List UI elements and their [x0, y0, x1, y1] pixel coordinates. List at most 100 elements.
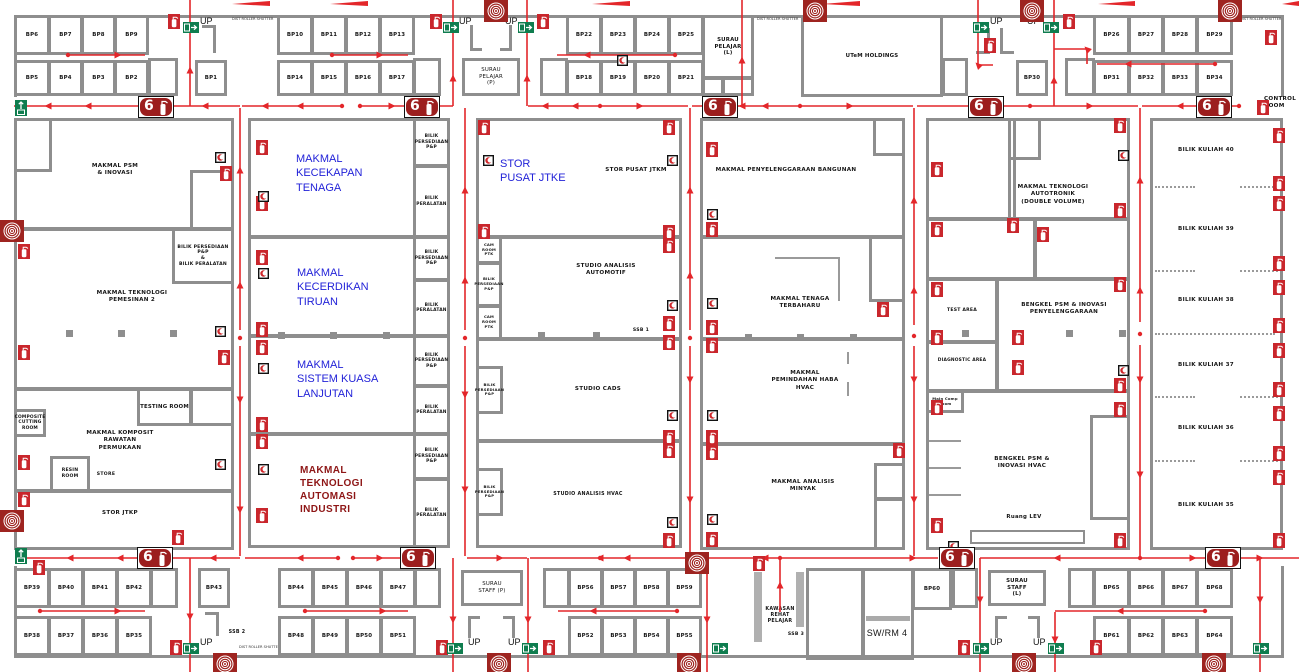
- fire-extinguisher-icon: [1257, 100, 1269, 119]
- room-bp63: BP63: [1162, 616, 1198, 656]
- folding-partition: [1155, 460, 1195, 462]
- fire-extinguisher-icon: [1114, 533, 1126, 552]
- bilik-kuliah-36-label: BILIK KULIAH 36: [1178, 425, 1234, 431]
- fire-point-icon: 6: [1205, 547, 1241, 569]
- folding-partition: [1240, 396, 1278, 398]
- bottom-wing-outline: [14, 566, 1284, 658]
- fire-extinguisher-icon: [663, 225, 675, 244]
- staircase: [470, 25, 482, 51]
- fire-extinguisher-icon: [753, 556, 765, 575]
- room-bp10: BP10: [277, 15, 313, 55]
- ssb2-label: SSB 2: [228, 630, 246, 635]
- sw-rm4-label: SW/RM 4: [866, 628, 908, 638]
- fire-extinguisher-icon: [706, 142, 718, 161]
- studio-automotif-label: STUDIO ANALISIS AUTOMOTIF: [576, 263, 636, 277]
- room-bp25: BP25: [668, 15, 704, 55]
- bilik-kuliah-38-label: BILIK KULIAH 38: [1178, 297, 1234, 303]
- fire-extinguisher-icon: [430, 14, 442, 33]
- folding-partition: [1240, 270, 1278, 272]
- break-glass-alarm-icon: [666, 151, 679, 170]
- column-pillar: [593, 332, 600, 339]
- room-bilik-peralatan: BILIK PERALATAN: [413, 165, 450, 238]
- room-surau-staff-l: SURAU STAFF (L): [988, 570, 1046, 606]
- room-bp49: BP49: [312, 616, 348, 656]
- fire-extinguisher-icon: [706, 445, 718, 464]
- room-bilik-peralatan: BILIK PERALATAN: [413, 279, 450, 337]
- room-bp41: BP41: [82, 568, 118, 608]
- folding-partition: [1240, 460, 1278, 462]
- break-glass-alarm-icon: [214, 322, 227, 341]
- fire-extinguisher-icon: [1273, 176, 1285, 195]
- bench: [929, 494, 961, 496]
- room-bp6: BP6: [14, 15, 50, 55]
- staircase: [205, 612, 219, 636]
- partition-wall: [838, 257, 840, 301]
- room-bp50: BP50: [346, 616, 382, 656]
- room-composite-cutting: COMPOSITE CUTTING ROOM: [14, 409, 46, 437]
- studio-automotif-outline: [476, 236, 682, 340]
- staircase: [503, 616, 515, 638]
- sub-room: [190, 388, 234, 426]
- fire-extinguisher-icon: [1273, 318, 1285, 337]
- column-pillar: [538, 332, 545, 339]
- fire-extinguisher-icon: [18, 345, 30, 364]
- sub-room: [874, 463, 905, 500]
- room-bp30: BP30: [1016, 60, 1048, 96]
- stair-up-label: UP: [990, 637, 1003, 647]
- fire-extinguisher-icon: [478, 120, 490, 139]
- room-bp56: BP56: [568, 568, 603, 608]
- break-glass-alarm-icon: [214, 455, 227, 474]
- partition-wall: [847, 382, 849, 396]
- toilet-block: [1065, 58, 1095, 96]
- fire-extinguisher-icon: [18, 455, 30, 474]
- kawasan-rehat-label: KAWASAN REHAT PELAJAR: [765, 607, 795, 625]
- ssb1-label: SSB 1: [632, 328, 650, 333]
- store-room: [702, 77, 724, 96]
- store-label: STORE: [96, 472, 116, 477]
- fire-extinguisher-icon: [1273, 406, 1285, 425]
- fire-extinguisher-icon: [256, 340, 268, 359]
- room-bp65: BP65: [1093, 568, 1130, 608]
- room-bp4: BP4: [48, 60, 83, 96]
- stair-up-label: UP: [468, 637, 481, 647]
- stair-up-label: UP: [508, 637, 521, 647]
- fire-extinguisher-icon: [436, 640, 448, 659]
- break-glass-alarm-icon: [1117, 361, 1130, 380]
- room-bp43: BP43: [198, 568, 230, 608]
- makmal-haba-label: MAKMAL PEMINDAHAN HABA HVAC: [771, 370, 839, 391]
- fire-extinguisher-icon: [537, 14, 549, 33]
- fire-extinguisher-icon: [663, 316, 675, 335]
- sub-room: [869, 236, 905, 302]
- makmal-komposit-label: MAKMAL KOMPOSIT RAWATAN PERMUKAAN: [86, 430, 154, 451]
- bengkel-penyelenggaraan-label: BENGKEL PSM & INOVASI PENYELENGGARAAN: [1021, 302, 1107, 316]
- toilet-block: [413, 58, 441, 96]
- hose-reel-icon: [677, 653, 701, 672]
- hose-reel-icon: [484, 0, 508, 26]
- break-glass-alarm-icon: [706, 205, 719, 224]
- room-bp34: BP34: [1196, 60, 1233, 96]
- room-bp46: BP46: [346, 568, 382, 608]
- fire-extinguisher-icon: [1273, 196, 1285, 215]
- room-bilik-persediaan: BILIK PERSEDIAAN P&P: [413, 335, 450, 387]
- exit-sign-icon: [522, 639, 538, 658]
- room-bilik-peralatan: BILIK PERALATAN: [413, 385, 450, 435]
- fire-extinguisher-icon: [931, 222, 943, 241]
- fire-extinguisher-icon: [256, 434, 268, 453]
- lev-fixtures: [970, 530, 1085, 544]
- overlay-label-kecerdikan-tiruan: MAKMAL KECERDIKAN TIRUAN: [297, 267, 369, 308]
- room-bp44: BP44: [278, 568, 314, 608]
- fire-point-number: 6: [406, 549, 416, 565]
- toilet-block: [414, 568, 441, 608]
- fire-extinguisher-icon: [931, 518, 943, 537]
- fire-extinguisher-icon: [1114, 203, 1126, 222]
- break-glass-alarm-icon: [666, 513, 679, 532]
- toilet-block: [1068, 568, 1095, 608]
- makmal-pemesinan-2-label: MAKMAL TEKNOLOGI PEMESINAN 2: [96, 290, 168, 304]
- bench: [929, 467, 961, 469]
- fire-extinguisher-icon: [1037, 227, 1049, 246]
- room-bilik-persediaan: BILIK PERSEDIAAN P&P: [475, 366, 504, 414]
- break-glass-alarm-icon: [706, 294, 719, 313]
- store-room: [722, 77, 754, 96]
- exit-sign-icon: [15, 548, 27, 568]
- seating: [754, 572, 762, 642]
